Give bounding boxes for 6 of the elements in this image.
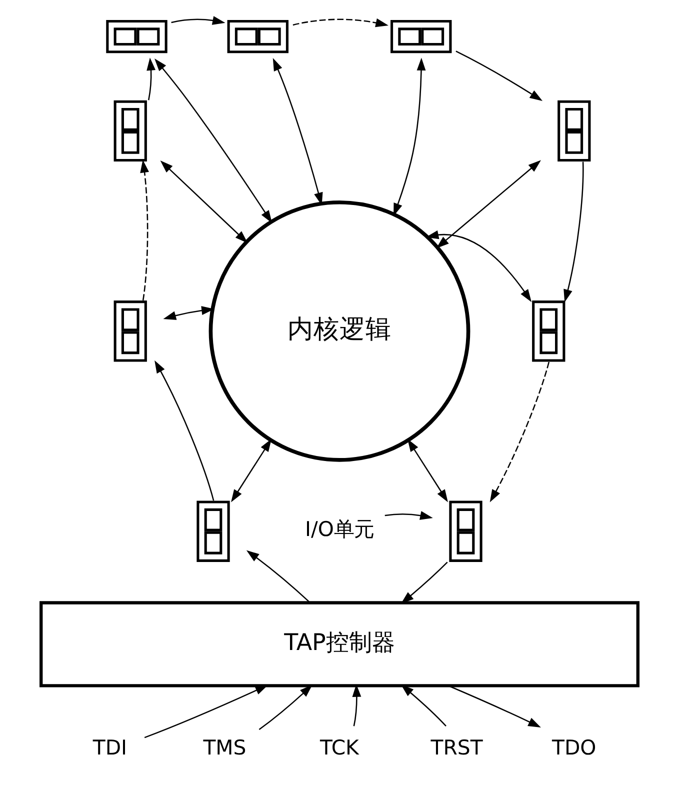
- node-text: TDI: [92, 735, 128, 760]
- node-text: TCK: [320, 735, 359, 760]
- node-text: TDO: [552, 735, 596, 760]
- node-text: TMS: [203, 735, 246, 760]
- node-text: I/O单元: [305, 517, 374, 542]
- node-text: TRST: [430, 735, 483, 760]
